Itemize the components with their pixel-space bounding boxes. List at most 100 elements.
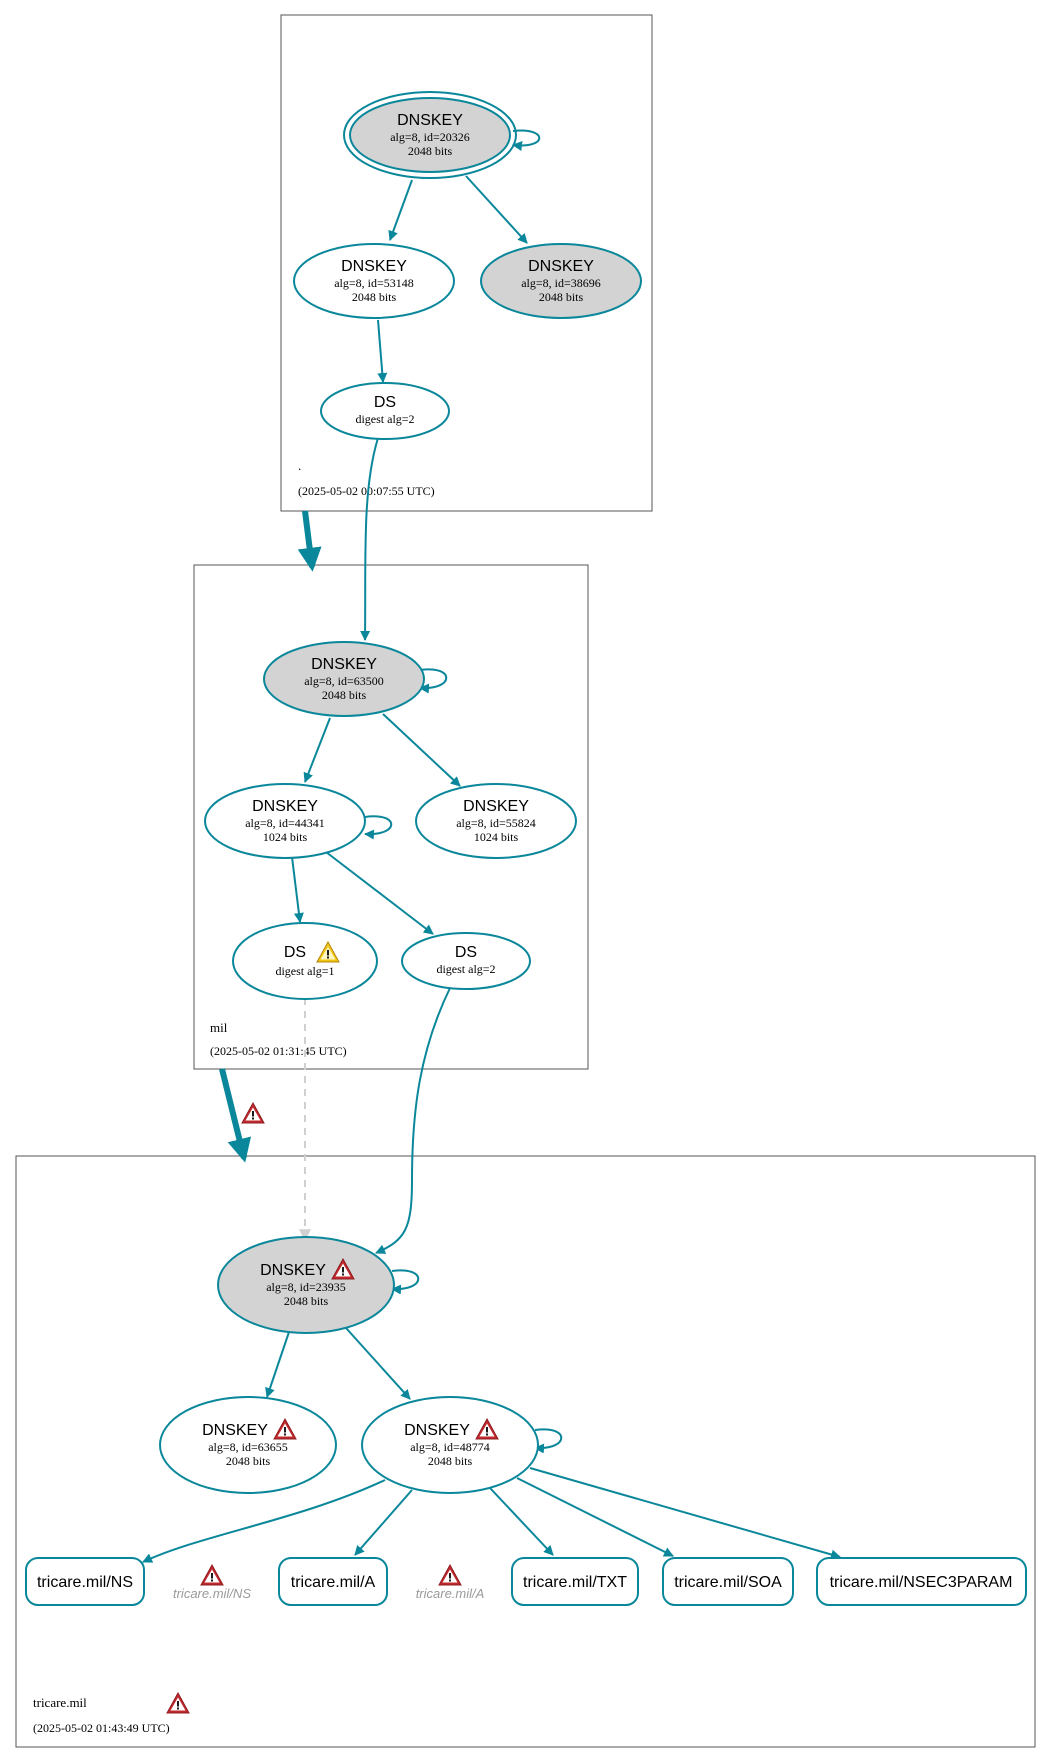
node-tricare-zsk[interactable]: DNSKEY alg=8, id=48774 2048 bits	[361, 1396, 539, 1494]
edges	[142, 129, 841, 1563]
node-root-zsk[interactable]: DNSKEY alg=8, id=53148 2048 bits	[293, 243, 455, 319]
node-mil-ds1-title: DS	[284, 944, 306, 961]
zone-mil-border	[193, 564, 589, 1070]
rrset-soa[interactable]: tricare.mil/SOA	[662, 1557, 794, 1606]
rrset-nsec3param-box	[816, 1557, 1027, 1606]
node-tricare-key2-shape	[159, 1396, 337, 1494]
node-root-ds-line1: digest alg=2	[355, 412, 414, 426]
edge-tricare-zsk-to-soa	[516, 1477, 674, 1557]
node-tricare-key2[interactable]: DNSKEY alg=8, id=63655 2048 bits	[159, 1396, 337, 1494]
node-root-key3-line2: 2048 bits	[539, 290, 584, 304]
rrset-a[interactable]: tricare.mil/A	[278, 1557, 388, 1606]
node-mil-zsk-line2: 1024 bits	[263, 830, 308, 844]
rrset-ns-label: tricare.mil/NS	[37, 1574, 133, 1591]
node-tricare-key2-title: DNSKEY	[202, 1422, 268, 1439]
ghost-rrset-a-label: tricare.mil/A	[416, 1586, 485, 1601]
zone-tricare-border	[15, 1155, 1036, 1748]
node-root-zsk-line1: alg=8, id=53148	[334, 276, 414, 290]
zone-tricare-timestamp: (2025-05-02 01:43:49 UTC)	[33, 1721, 170, 1735]
node-tricare-key2-line2: 2048 bits	[226, 1454, 271, 1468]
ghost-rrset-ns-error-icon	[200, 1564, 224, 1586]
rrset-ns[interactable]: tricare.mil/NS	[25, 1557, 145, 1606]
node-root-ksk-outer-ring	[343, 91, 517, 179]
node-tricare-ksk[interactable]: DNSKEY alg=8, id=23935 2048 bits	[217, 1236, 395, 1334]
rrset-a-label: tricare.mil/A	[291, 1574, 376, 1591]
node-mil-ksk[interactable]: DNSKEY alg=8, id=63500 2048 bits	[263, 641, 425, 717]
zone-tricare-name: tricare.mil	[33, 1695, 87, 1710]
edge-root-ksk-self	[512, 129, 541, 151]
edge-tricare-zsk-self	[534, 1428, 563, 1454]
rrset-txt[interactable]: tricare.mil/TXT	[511, 1557, 639, 1606]
edge-tricare-ksk-to-zsk	[345, 1327, 411, 1400]
zone-mil-name: mil	[210, 1020, 228, 1035]
edge-mil-zsk-to-ds2	[325, 851, 434, 935]
node-tricare-zsk-line1: alg=8, id=48774	[410, 1440, 490, 1454]
edge-tricare-zsk-to-txt	[489, 1487, 554, 1556]
zone-tricare: tricare.mil (2025-05-02 01:43:49 UTC)	[15, 1155, 1036, 1748]
edge-mil-ds2-to-tricare-ksk	[375, 987, 451, 1254]
node-tricare-ksk-line2: 2048 bits	[284, 1294, 329, 1308]
node-mil-zsk[interactable]: DNSKEY alg=8, id=44341 1024 bits	[204, 783, 366, 859]
edge-root-ksk-to-zsk	[388, 179, 413, 241]
node-mil-ds2-line1: digest alg=2	[436, 962, 495, 976]
node-root-ksk-line2: 2048 bits	[408, 144, 453, 158]
node-mil-ksk-line2: 2048 bits	[322, 688, 367, 702]
rrset-ns-box	[25, 1557, 145, 1606]
node-root-ksk-title: DNSKEY	[397, 112, 463, 129]
node-mil-zsk-line1: alg=8, id=44341	[245, 816, 325, 830]
edge-mil-zsk-to-ds1	[291, 856, 304, 923]
ghost-rrset-ns: tricare.mil/NS	[173, 1564, 251, 1601]
node-mil-ksk-shape	[263, 641, 425, 717]
edge-tricare-zsk-to-nsec3param	[529, 1467, 841, 1560]
rrset-soa-label: tricare.mil/SOA	[674, 1574, 782, 1591]
node-root-key3-shape	[480, 243, 642, 319]
node-root-ksk[interactable]: DNSKEY alg=8, id=20326 2048 bits	[343, 91, 517, 179]
node-root-ksk-shape	[349, 97, 511, 173]
zone-root: . (2025-05-02 00:07:55 UTC)	[280, 14, 653, 512]
zone-root-name: .	[298, 458, 301, 473]
edge-tricare-ksk-self	[391, 1269, 420, 1295]
delegation-mil-to-tricare	[219, 1068, 252, 1163]
edge-tricare-zsk-to-ns	[142, 1479, 386, 1563]
edge-tricare-zsk-to-a	[354, 1489, 413, 1556]
node-root-zsk-line2: 2048 bits	[352, 290, 397, 304]
node-mil-ksk-title: DNSKEY	[311, 656, 377, 673]
edge-root-ksk-to-key3	[465, 175, 528, 244]
node-mil-key3-title: DNSKEY	[463, 798, 529, 815]
rrset-soa-box	[662, 1557, 794, 1606]
edge-mil-zsk-self	[364, 815, 393, 840]
ghost-rrset-a-error-icon	[438, 1564, 462, 1586]
node-root-ksk-line1: alg=8, id=20326	[390, 130, 470, 144]
node-mil-key3[interactable]: DNSKEY alg=8, id=55824 1024 bits	[415, 783, 577, 859]
edge-mil-ksk-to-key3	[382, 713, 461, 787]
ghost-rrset-a: tricare.mil/A	[416, 1564, 485, 1601]
node-tricare-zsk-line2: 2048 bits	[428, 1454, 473, 1468]
node-root-ds[interactable]: DS digest alg=2	[320, 382, 450, 440]
rrset-nsec3param-label: tricare.mil/NSEC3PARAM	[830, 1574, 1013, 1591]
node-mil-ds1[interactable]: DS digest alg=1	[232, 922, 378, 1000]
rrset-txt-box	[511, 1557, 639, 1606]
node-mil-ds2[interactable]: DS digest alg=2	[401, 932, 531, 990]
edge-mil-ksk-to-zsk	[303, 717, 331, 783]
zone-root-timestamp: (2025-05-02 00:07:55 UTC)	[298, 484, 435, 498]
zone-mil: mil (2025-05-02 01:31:45 UTC)	[193, 564, 589, 1070]
node-root-ds-title: DS	[374, 394, 396, 411]
rrset-txt-label: tricare.mil/TXT	[523, 1574, 627, 1591]
ghost-rrset-ns-label: tricare.mil/NS	[173, 1586, 251, 1601]
delegation-error-icon	[241, 1102, 265, 1124]
edge-root-ds-to-mil-ksk	[360, 437, 379, 641]
node-mil-zsk-shape	[204, 783, 366, 859]
delegation-root-to-mil	[297, 510, 322, 572]
rrset-nsec3param[interactable]: tricare.mil/NSEC3PARAM	[816, 1557, 1027, 1606]
node-tricare-zsk-shape	[361, 1396, 539, 1494]
rrset-a-box	[278, 1557, 388, 1606]
zone-tricare-error-icon	[166, 1692, 190, 1714]
zone-mil-timestamp: (2025-05-02 01:31:45 UTC)	[210, 1044, 347, 1058]
zone-root-border	[280, 14, 653, 512]
node-root-ds-shape	[320, 382, 450, 440]
node-tricare-ksk-line1: alg=8, id=23935	[266, 1280, 346, 1294]
edge-tricare-ksk-to-key2	[265, 1331, 290, 1398]
node-mil-ksk-line1: alg=8, id=63500	[304, 674, 384, 688]
node-root-key3[interactable]: DNSKEY alg=8, id=38696 2048 bits	[480, 243, 642, 319]
node-root-key3-title: DNSKEY	[528, 258, 594, 275]
